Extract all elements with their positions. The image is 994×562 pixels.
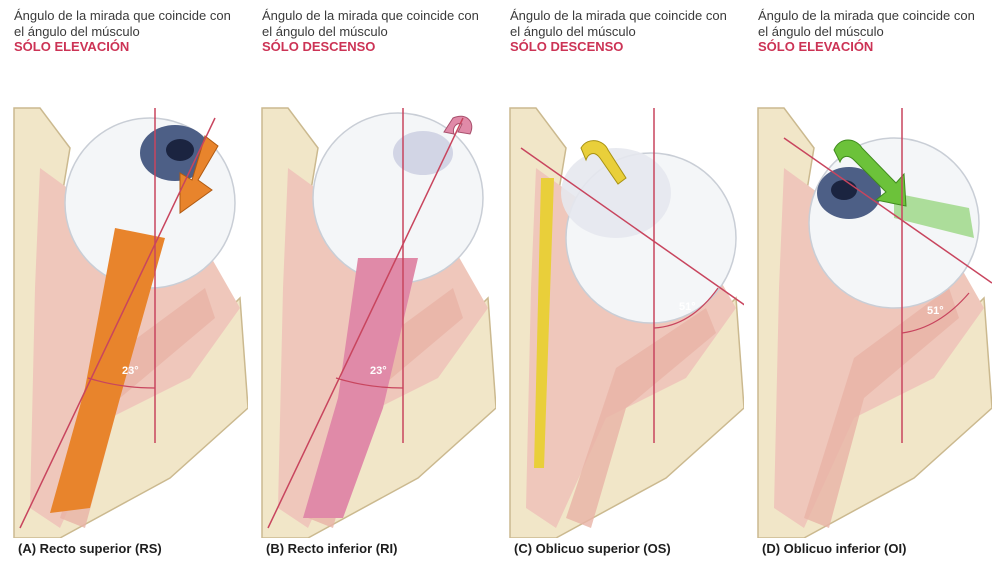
iris: [393, 131, 453, 175]
movement-arrow: [444, 116, 472, 134]
pupil: [166, 139, 194, 161]
muscle-caption: (D) Oblicuo inferior (OI): [762, 541, 906, 556]
orbit-illustration: 51°: [744, 88, 992, 538]
action-label: SÓLO DESCENSO: [510, 39, 735, 55]
gaze-note: Ángulo de la mirada que coincide con el …: [510, 8, 735, 55]
panel-superior-oblique: Ángulo de la mirada que coincide con el …: [496, 0, 744, 562]
muscle-caption: (C) Oblicuo superior (OS): [514, 541, 671, 556]
gaze-note: Ángulo de la mirada que coincide con el …: [262, 8, 487, 55]
orbit-illustration: 51°: [496, 88, 744, 538]
gaze-note-text: Ángulo de la mirada que coincide con el …: [262, 8, 479, 39]
action-label: SÓLO ELEVACIÓN: [14, 39, 239, 55]
panel-inferior-oblique: Ángulo de la mirada que coincide con el …: [744, 0, 992, 562]
angle-label: 23°: [370, 365, 387, 377]
angle-label: 51°: [927, 305, 944, 317]
orbit-illustration: 23°: [0, 88, 248, 538]
muscle-caption: (A) Recto superior (RS): [18, 541, 162, 556]
eyeball: [313, 113, 483, 283]
gaze-note-text: Ángulo de la mirada que coincide con el …: [14, 8, 231, 39]
gaze-note-text: Ángulo de la mirada que coincide con el …: [510, 8, 727, 39]
panel-superior-rectus: Ángulo de la mirada que coincide con el …: [0, 0, 248, 562]
gaze-note-text: Ángulo de la mirada que coincide con el …: [758, 8, 975, 39]
gaze-note: Ángulo de la mirada que coincide con el …: [14, 8, 239, 55]
muscle-caption: (B) Recto inferior (RI): [266, 541, 397, 556]
angle-label: 23°: [122, 365, 139, 377]
angle-label: 51°: [679, 301, 696, 313]
action-label: SÓLO DESCENSO: [262, 39, 487, 55]
gaze-note: Ángulo de la mirada que coincide con el …: [758, 8, 983, 55]
pupil: [831, 180, 857, 200]
action-label: SÓLO ELEVACIÓN: [758, 39, 983, 55]
panel-inferior-rectus: Ángulo de la mirada que coincide con el …: [248, 0, 496, 562]
orbit-illustration: 23°: [248, 88, 496, 538]
